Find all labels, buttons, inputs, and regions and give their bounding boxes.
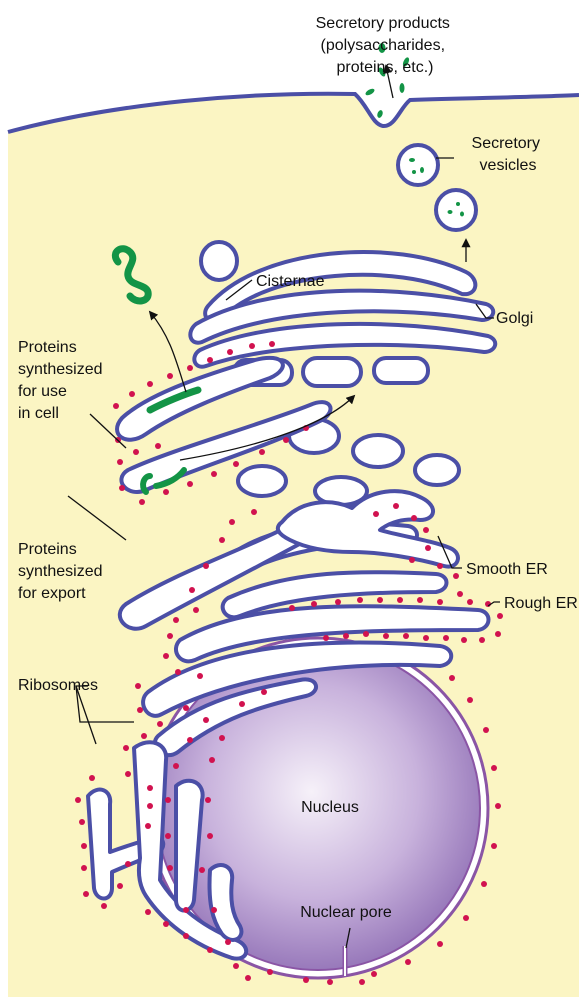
label-ribosomes: Ribosomes — [18, 677, 98, 694]
secretory-vesicle-2 — [436, 190, 476, 230]
label-nuclear-pore: Nuclear pore — [300, 904, 392, 921]
label-nucleus: Nucleus — [301, 799, 359, 816]
label-cisternae: Cisternae — [256, 273, 325, 290]
label-golgi: Golgi — [496, 310, 533, 327]
label-rough-er: Rough ER — [504, 595, 578, 612]
label-smooth-er: Smooth ER — [466, 561, 548, 578]
label-secretory-products: Secretory products (polysaccharides, pro… — [316, 15, 455, 76]
secretory-vesicle-1 — [398, 145, 438, 185]
